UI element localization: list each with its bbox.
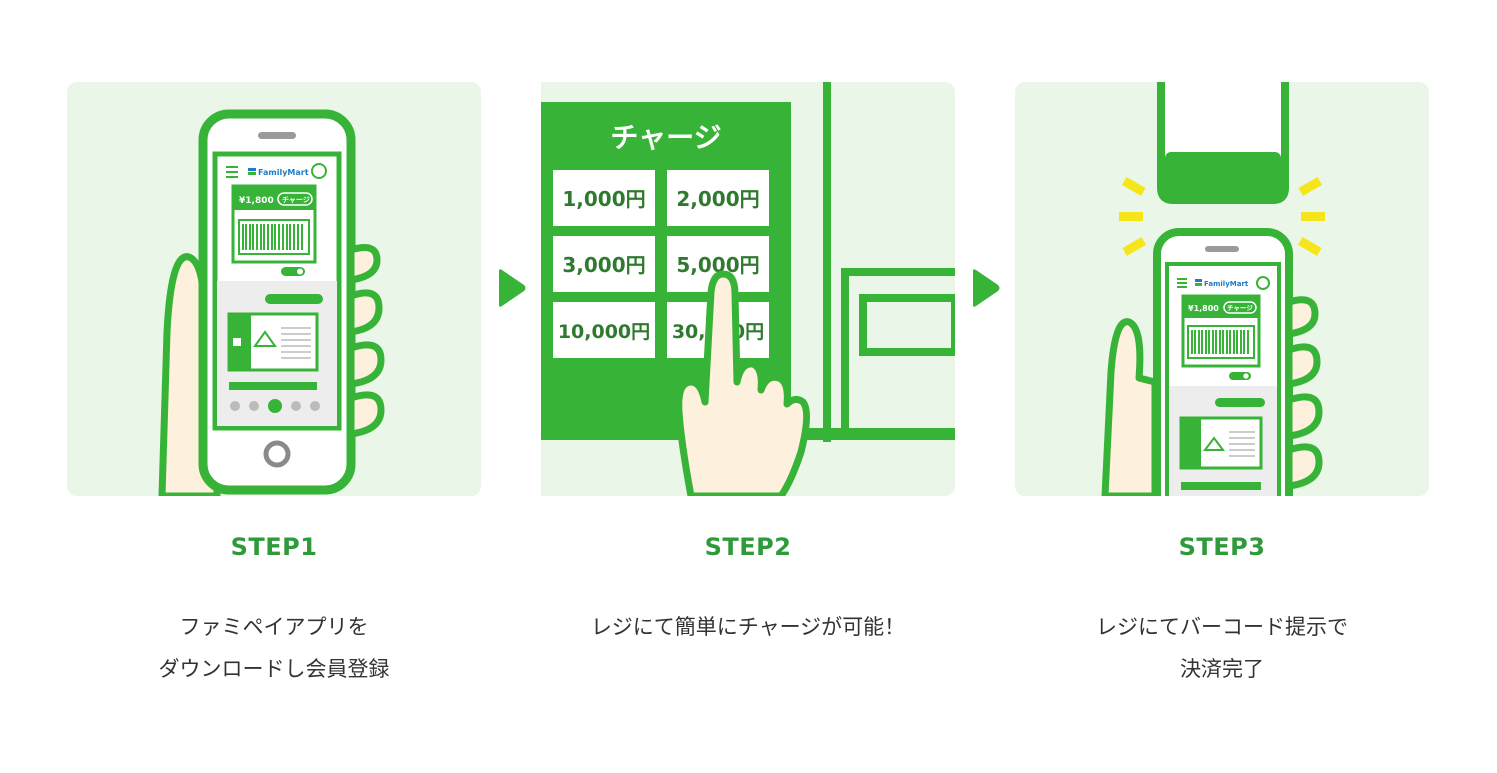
step1-description: ファミペイアプリを ダウンロードし会員登録 (158, 615, 390, 681)
next-arrow-icon (973, 269, 1000, 307)
step2-description: レジにて簡単にチャージが可能！ (590, 615, 906, 639)
menu-icon (1177, 278, 1187, 288)
register-charge-illustration: チャージ 1,000円 2,000円 3,000円 5,000円 10,000円… (541, 82, 955, 496)
amount-button-2000: 2,000円 (667, 170, 769, 226)
step1-illustration: FamilyMart ¥1,800 チャージ (67, 82, 481, 496)
scanner (1165, 152, 1281, 196)
svg-text:2,000円: 2,000円 (676, 187, 759, 211)
svg-text:10,000円: 10,000円 (558, 321, 650, 343)
svg-text:¥1,800: ¥1,800 (239, 196, 274, 206)
phone-scan-illustration: FamilyMart ¥1,800 チャージ (1101, 82, 1325, 496)
charge-heading: チャージ (610, 121, 721, 154)
svg-text:1,000円: 1,000円 (562, 187, 645, 211)
onigiri-icon (1203, 436, 1225, 451)
account-icon (1256, 276, 1270, 290)
svg-text:チャージ: チャージ (282, 196, 310, 204)
svg-text:3,000円: 3,000円 (562, 253, 645, 277)
svg-text:¥1,800: ¥1,800 (1188, 304, 1219, 313)
amount-button-3000: 3,000円 (553, 236, 655, 292)
menu-icon (226, 166, 238, 178)
home-button-icon (263, 440, 291, 468)
step2-title: STEP2 (704, 533, 792, 561)
app-brand: FamilyMart (258, 168, 309, 177)
pointing-hand (675, 270, 810, 496)
barcode-icon (238, 219, 310, 255)
onigiri-icon (253, 330, 277, 347)
step1-title: STEP1 (230, 533, 318, 561)
step2-illustration: チャージ 1,000円 2,000円 3,000円 5,000円 10,000円… (541, 82, 955, 496)
phone-in-hand-illustration: FamilyMart ¥1,800 チャージ (158, 109, 385, 496)
amount-button-5000: 5,000円 (667, 236, 769, 292)
next-arrow-icon (499, 269, 526, 307)
barcode-icon (1187, 325, 1255, 359)
flash-icon (1119, 177, 1325, 256)
svg-text:FamilyMart: FamilyMart (1204, 280, 1249, 288)
step3-title: STEP3 (1178, 533, 1266, 561)
amount-button-10000: 10,000円 (553, 302, 655, 358)
step3-description: レジにてバーコード提示で 決済完了 (1096, 615, 1348, 681)
account-icon (311, 163, 327, 179)
amount-button-1000: 1,000円 (553, 170, 655, 226)
step3-illustration: FamilyMart ¥1,800 チャージ (1015, 82, 1429, 496)
svg-text:チャージ: チャージ (1227, 304, 1253, 312)
